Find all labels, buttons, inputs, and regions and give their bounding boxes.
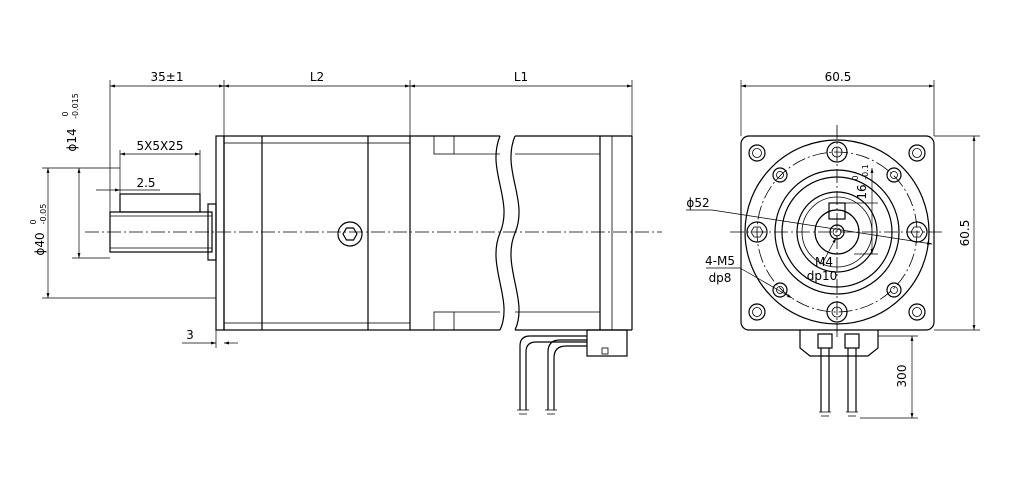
dim-front-width: 60.5 [825,70,852,84]
gearbox-body [223,135,411,331]
front-height-dimension: 60.5 [934,135,980,331]
flange-thickness-dimension: 3 [182,328,238,348]
front-view: 60.5 60.5 300 16 0 -0.1 [686,70,980,419]
bolt-circle-holes [746,141,928,323]
dim-front-height: 60.5 [958,220,972,247]
shaft-key [119,193,201,213]
key-height-dimension: 16 0 -0.1 [845,164,878,255]
bolt-circle-leader: ϕ52 [686,196,933,245]
dim-l2: L2 [310,70,324,84]
center-tap-spec: M4 [815,255,833,269]
dia-shaft-lower-tol: -0.015 [71,93,80,119]
dia-bolt-circle-label: ϕ52 [686,196,709,210]
corner-mount-holes [748,144,926,321]
dim-key-size: 5X5X25 [137,139,184,153]
key-height-label: 16 [855,184,869,199]
dim-key-offset: 2.5 [136,176,155,190]
dim-l1: L1 [514,70,528,84]
holes-spec: 4-M5 [705,254,735,268]
diameter-dimensions: ϕ14 0 -0.015 ϕ40 0 -0.05 [29,93,216,299]
dia-shaft-label: ϕ14 [65,128,79,151]
front-cable-exits [799,330,879,417]
dim-lead-length: 300 [895,365,909,388]
center-tap-leader: M4 dp10 [807,237,838,283]
dim-shaft-length: 35±1 [151,70,184,84]
bolt-circle [756,151,918,313]
square-flange [740,135,935,331]
key-height-upper-tol: 0 [851,175,860,180]
dim-flange-thickness: 3 [186,328,194,342]
mounting-flange [215,135,225,331]
front-shaft [814,202,860,255]
front-width-dimension: 60.5 [740,70,935,136]
dia-pilot-upper-tol: 0 [29,219,38,224]
dia-shaft-upper-tol: 0 [61,111,70,116]
holes-leader: 4-M5 dp8 [705,254,793,299]
dia-pilot-label: ϕ40 [33,232,47,255]
key-height-lower-tol: -0.1 [861,164,870,180]
key-dimension: 5X5X25 2.5 [96,139,201,194]
lead-length-dimension: 300 [860,335,918,419]
side-top-dimensions: 35±1 L2 L1 [109,70,633,212]
hex-socket-screw [337,221,363,247]
center-tap-depth: dp10 [807,269,838,283]
side-cable-leads [517,329,628,415]
motor-body [410,135,633,331]
dia-pilot-lower-tol: -0.05 [39,204,48,225]
holes-depth: dp8 [709,271,732,285]
output-shaft [109,193,217,261]
side-view: 35±1 L2 L1 5X5X25 2.5 3 ϕ14 [29,70,662,415]
